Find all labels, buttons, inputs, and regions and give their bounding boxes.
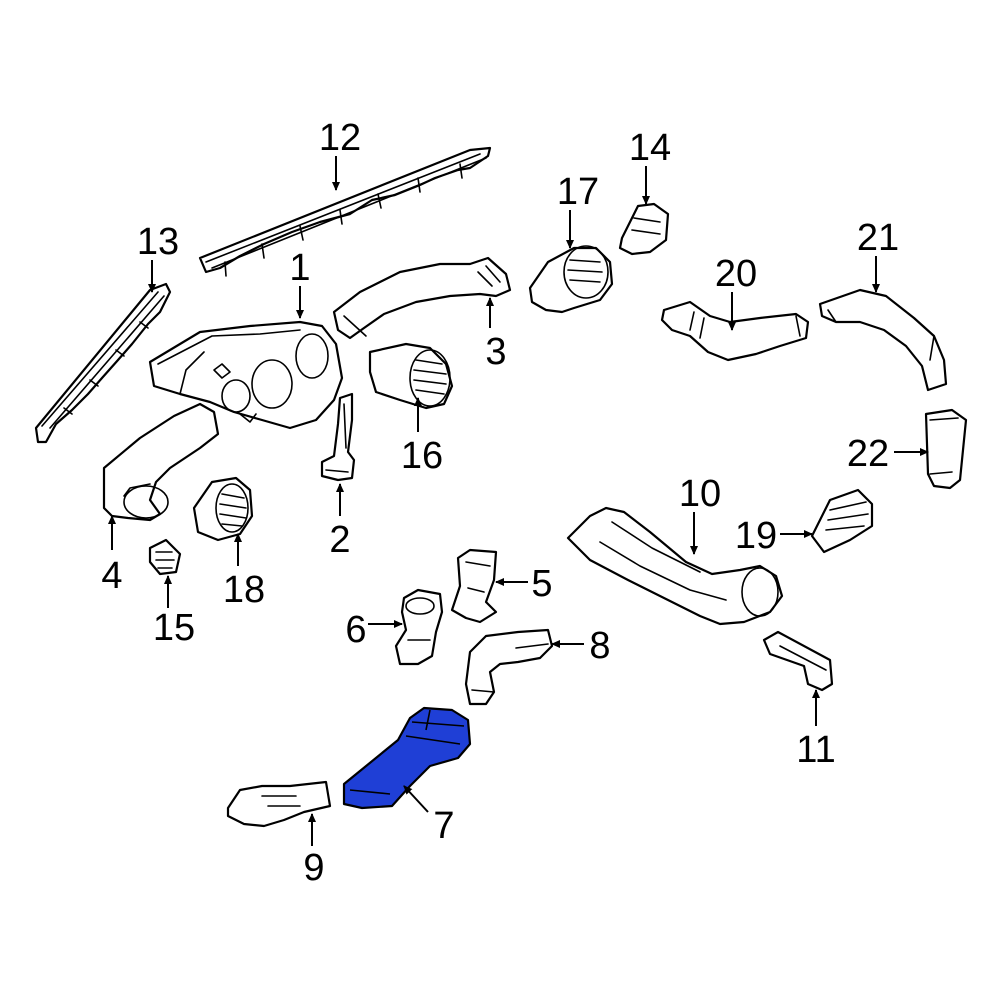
callout-16: 16 <box>401 435 443 477</box>
callout-14: 14 <box>629 127 671 169</box>
callout-20: 20 <box>715 253 757 295</box>
callout-labels: 1 2 3 4 5 6 7 8 9 10 11 12 13 14 15 16 1… <box>101 117 899 889</box>
part-18-round-vent[interactable] <box>192 476 254 542</box>
part-3-upper-duct[interactable] <box>332 256 512 340</box>
part-20-hose[interactable] <box>660 300 810 362</box>
leader-lines <box>108 156 929 846</box>
callout-11: 11 <box>796 729 835 771</box>
callout-2: 2 <box>329 519 350 561</box>
part-11-bracket[interactable] <box>762 630 834 692</box>
part-10-floor-duct[interactable] <box>566 506 784 626</box>
part-2-center-duct[interactable] <box>320 392 356 482</box>
callout-19: 19 <box>735 515 777 557</box>
leader-7 <box>403 785 429 813</box>
callout-22: 22 <box>847 433 889 475</box>
part-8-bent-duct[interactable] <box>464 628 554 706</box>
part-21-curved-duct[interactable] <box>818 288 948 392</box>
callout-8: 8 <box>589 625 610 667</box>
callout-18: 18 <box>223 569 265 611</box>
part-12-defroster-duct[interactable] <box>198 146 492 277</box>
part-19-grille[interactable] <box>810 488 874 554</box>
callout-10: 10 <box>679 473 721 515</box>
part-5-duct[interactable] <box>450 548 498 624</box>
part-9-duct[interactable] <box>226 780 332 828</box>
callout-5: 5 <box>531 563 552 605</box>
callout-9: 9 <box>303 847 324 889</box>
callout-3: 3 <box>485 331 506 373</box>
callout-21: 21 <box>857 217 899 259</box>
callout-12: 12 <box>319 117 361 159</box>
part-4-side-duct[interactable] <box>102 402 220 522</box>
part-22-vertical-duct[interactable] <box>924 408 968 490</box>
part-16-round-vent[interactable] <box>368 342 454 410</box>
part-1-distribution-housing[interactable] <box>148 320 344 430</box>
callout-17: 17 <box>557 171 599 213</box>
part-17-center-vent[interactable] <box>528 245 614 314</box>
part-6-duct[interactable] <box>394 588 444 666</box>
part-7-rear-duct-highlighted[interactable] <box>342 706 472 810</box>
part-13-side-defroster-duct[interactable] <box>34 282 172 444</box>
callout-13: 13 <box>137 221 179 263</box>
callout-15: 15 <box>153 607 195 649</box>
callout-6: 6 <box>345 609 366 651</box>
part-15-small-grille[interactable] <box>148 538 182 576</box>
part-14-vent-piece[interactable] <box>618 202 670 256</box>
callout-7: 7 <box>433 805 454 847</box>
callout-1: 1 <box>289 247 310 289</box>
callout-4: 4 <box>101 555 122 597</box>
